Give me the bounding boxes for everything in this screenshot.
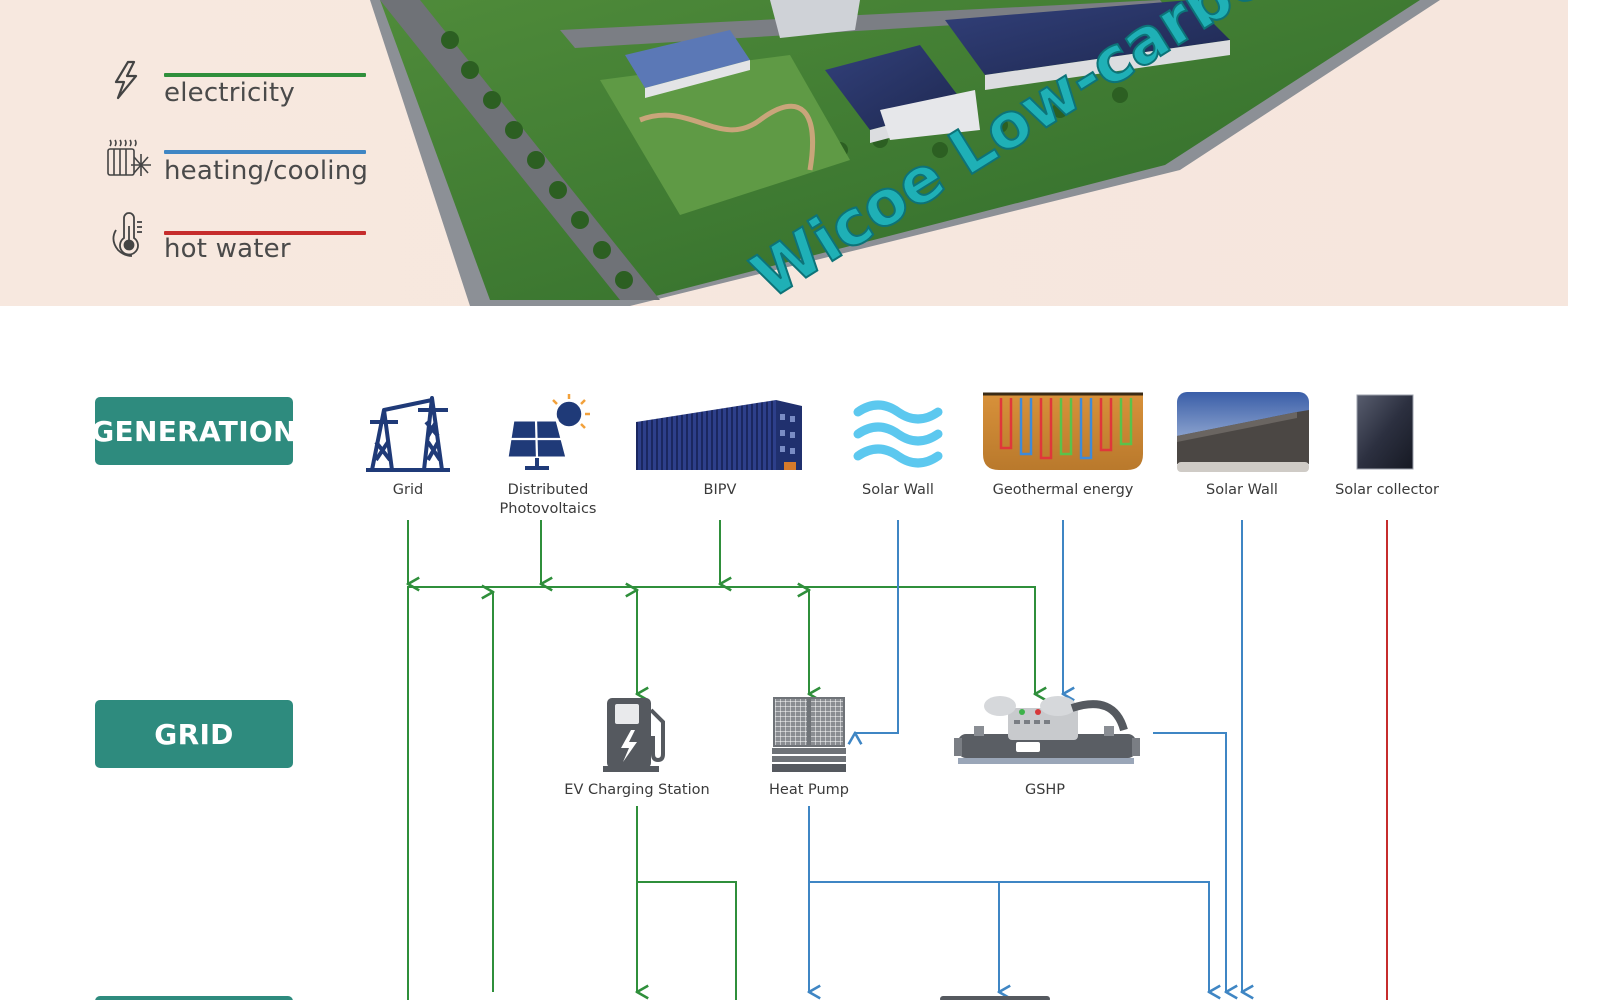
generation-stage-label: GENERATION <box>91 397 296 465</box>
solar-wall-building-icon <box>1177 392 1309 472</box>
ev-charger-icon <box>603 698 665 772</box>
node-label-distributed-pv: Distributed Photovoltaics <box>499 482 597 517</box>
transmission-tower-icon <box>366 396 450 472</box>
node-label-solar-wall: Solar Wall <box>862 482 934 498</box>
legend-label: hot water <box>164 234 291 264</box>
storage-unit-icon-partial <box>940 996 1050 1000</box>
lightning-icon <box>114 60 138 100</box>
aerial-park-illustration: Wicoe Low-carbon Industrial Pa <box>370 0 1568 306</box>
node-label-heat-pump: Heat Pump <box>768 782 850 798</box>
node-label-grid: Grid <box>392 482 424 498</box>
geothermal-icon <box>983 392 1143 470</box>
solar-collector-icon <box>1356 394 1414 470</box>
legend-electricity: electricity <box>106 58 376 128</box>
node-label-geothermal: Geothermal energy <box>992 482 1134 498</box>
bipv-building-icon <box>636 400 802 470</box>
node-label-ev-charging: EV Charging Station <box>564 782 710 798</box>
thermometer-icon <box>112 212 142 257</box>
radiator-snowflake-icon <box>107 139 151 176</box>
gshp-icon <box>954 696 1140 764</box>
legend-heating-cooling: heating/cooling <box>106 136 376 206</box>
solar-panel-icon <box>505 394 590 470</box>
bottom-stage-label-partial <box>95 996 293 1000</box>
legend-line-heating <box>164 150 366 154</box>
node-label-solar-wall-2: Solar Wall <box>1206 482 1278 498</box>
legend-label: heating/cooling <box>164 156 369 186</box>
node-label-solar-collector: Solar collector <box>1335 482 1439 498</box>
hero-banner: Wicoe Low-carbon Industrial Pa electrici… <box>0 0 1568 306</box>
node-label-bipv: BIPV <box>703 482 737 498</box>
legend-label: electricity <box>164 78 295 108</box>
grid-stage-label: GRID <box>95 700 293 768</box>
waves-icon <box>853 400 943 468</box>
legend-line-electricity <box>164 73 366 77</box>
electricity-lines <box>408 520 1035 1000</box>
heating-cooling-lines <box>809 520 1242 992</box>
legend-line-hot-water <box>164 231 366 235</box>
heat-pump-icon <box>772 697 846 772</box>
legend-hot-water: hot water <box>106 212 376 282</box>
node-label-gshp: GSHP <box>1024 782 1066 798</box>
